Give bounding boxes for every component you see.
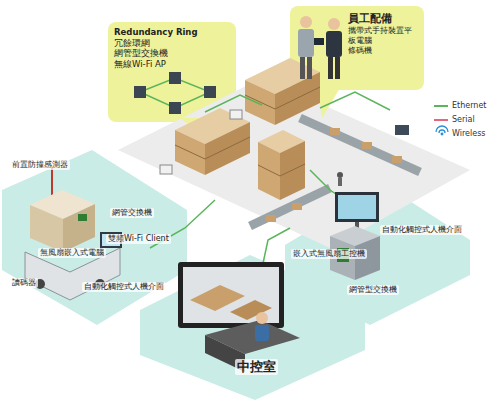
device-label: 雙頻Wi-Fi Client xyxy=(106,234,171,244)
callout-tail xyxy=(318,88,340,118)
legend-swatch xyxy=(434,105,448,107)
zone-panel: 前置防撞感測器無風扇嵌入式電腦 網管交換機雙頻Wi-Fi Client 讀碼器 自動化… xyxy=(2,150,187,325)
device-label: 網管交換機 xyxy=(110,208,154,218)
legend-row: Ethernet xyxy=(432,100,498,112)
callout-text: 無線Wi-Fi AP xyxy=(114,59,230,70)
callout-text: 冗餘環網 xyxy=(114,38,230,49)
node-outline xyxy=(140,255,365,400)
callout-text: 員工配備 xyxy=(348,12,418,26)
callout-text: Redundancy Ring xyxy=(114,27,230,38)
callout-text: 條碼機 xyxy=(348,46,418,56)
node-shape xyxy=(108,22,236,122)
conveyor xyxy=(250,118,420,226)
callout-text: 網管型交換機 xyxy=(114,48,230,59)
callout-text: 攜帶式手持裝置平板電腦 xyxy=(348,26,418,46)
node-shape xyxy=(285,185,470,325)
legend-swatch xyxy=(434,119,448,121)
legend-row: Serial xyxy=(432,114,498,126)
device-label: 前置防撞感測器 xyxy=(10,160,70,170)
node-shape xyxy=(290,6,424,90)
shelf-stack xyxy=(175,108,250,175)
device-label: 讀碼器 xyxy=(10,278,38,288)
hmi-cabinet xyxy=(330,192,380,280)
device-label: 自動化觸控式人機介面 xyxy=(380,225,464,235)
control-room xyxy=(178,262,300,372)
zone-panel: 自動化觸控式人機介面嵌入式無風扇工控機網管型交換機 xyxy=(285,185,470,325)
node-shape xyxy=(2,150,187,325)
device-label: 自動化觸控式人機介面 xyxy=(82,282,166,292)
device-label: 無風扇嵌入式電腦 xyxy=(38,248,106,258)
switch-icon xyxy=(134,72,216,114)
legend-text: Serial xyxy=(452,114,475,126)
shelf-stack xyxy=(245,58,320,125)
wireless-icon xyxy=(436,126,448,135)
device-label: 網管型交換機 xyxy=(347,285,399,295)
legend-text: Wireless xyxy=(452,128,485,140)
legend-text: Ethernet xyxy=(452,100,486,112)
callout-bubble: Redundancy Ring冗餘環網網管型交換機無線Wi-Fi AP xyxy=(108,22,236,122)
legend-row: Wireless xyxy=(432,128,498,140)
node-shape xyxy=(140,255,365,400)
device-label: 嵌入式無風扇工控機 xyxy=(291,249,367,259)
device-label: 中控室 xyxy=(235,359,278,375)
ethernet-line xyxy=(150,92,390,268)
shelf-stack xyxy=(258,130,305,200)
callout-bubble: 員工配備攜帶式手持裝置平板電腦條碼機 xyxy=(290,6,424,90)
zone-panel: 中控室 xyxy=(140,255,365,400)
staff-figure xyxy=(298,16,342,79)
